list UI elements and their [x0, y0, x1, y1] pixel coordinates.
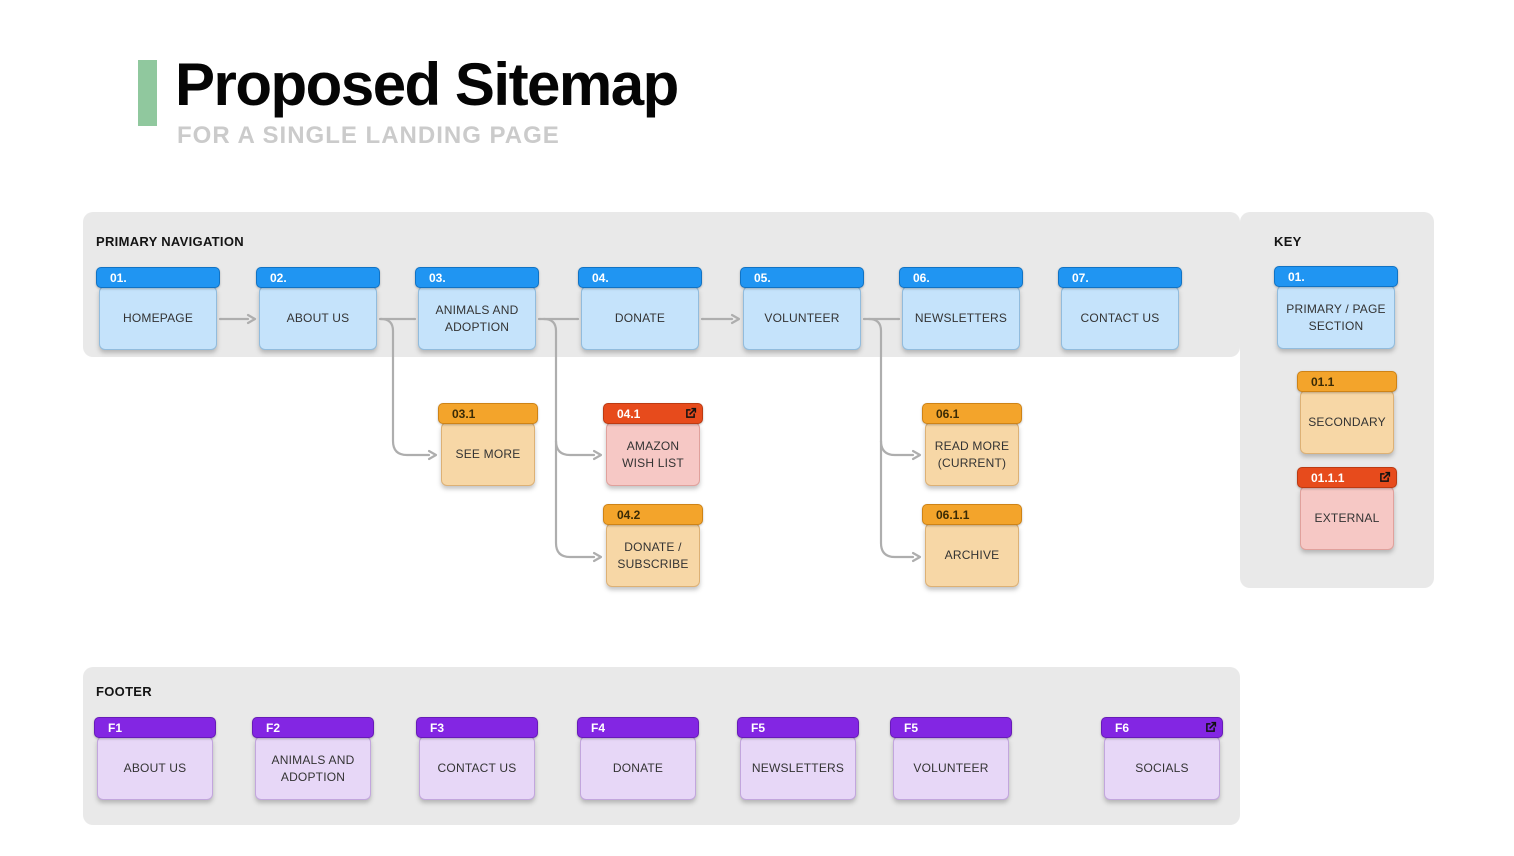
node-code: F2	[266, 720, 281, 735]
node-code: F5	[904, 720, 919, 735]
key-item-primary: 01. PRIMARY / PAGE SECTION	[1274, 266, 1398, 349]
node-label: ANIMALS AND ADOPTION	[271, 752, 355, 784]
node-code: 04.1	[617, 406, 641, 421]
node-label: NEWSLETTERS	[751, 761, 845, 776]
footer-node-about-us[interactable]: F1 ABOUT US	[94, 717, 216, 800]
node-code: 03.1	[452, 406, 476, 421]
node-label: ANIMALS AND ADOPTION	[435, 302, 519, 334]
node-label: SOCIALS	[1135, 761, 1189, 776]
node-label: ARCHIVE	[944, 548, 1000, 563]
node-label: READ MORE (CURRENT)	[934, 438, 1010, 470]
node-label: DONATE	[612, 761, 664, 776]
footer-node-socials[interactable]: F6 SOCIALS	[1101, 717, 1223, 800]
node-label: VOLUNTEER	[764, 311, 840, 326]
node-code: 04.	[592, 270, 609, 285]
key-label: KEY	[1274, 234, 1302, 249]
node-label: VOLUNTEER	[913, 761, 989, 776]
footer-node-newsletters[interactable]: F5 NEWSLETTERS	[737, 717, 859, 800]
footer-label: FOOTER	[96, 684, 152, 699]
node-label: DONATE / SUBSCRIBE	[617, 539, 689, 571]
page-header: Proposed Sitemap FOR A SINGLE LANDING PA…	[138, 51, 679, 150]
node-label: SEE MORE	[455, 447, 521, 462]
node-code: 06.1.1	[936, 507, 970, 522]
key-code: 01.	[1288, 269, 1305, 284]
node-code: 04.2	[617, 507, 641, 522]
page-title: Proposed Sitemap	[175, 51, 679, 118]
title-accent-bar	[138, 60, 157, 126]
page-subtitle: FOR A SINGLE LANDING PAGE	[177, 122, 560, 149]
node-code: 06.1	[936, 406, 960, 421]
node-code: F3	[430, 720, 445, 735]
node-code: 03.	[429, 270, 446, 285]
node-animals-and-adoption[interactable]: 03. ANIMALS AND ADOPTION	[415, 267, 539, 350]
key-item-secondary: 01.1 SECONDARY	[1297, 371, 1397, 454]
key-item-label: SECONDARY	[1308, 415, 1386, 430]
external-link-icon	[1206, 721, 1217, 732]
node-homepage[interactable]: 01. HOMEPAGE	[96, 267, 220, 350]
node-label: CONTACT US	[1080, 311, 1160, 326]
footer-node-contact-us[interactable]: F3 CONTACT US	[416, 717, 538, 800]
key-item-label: EXTERNAL	[1314, 511, 1380, 526]
key-item-external: 01.1.1 EXTERNAL	[1297, 467, 1397, 550]
node-donate-subscribe[interactable]: 04.2 DONATE / SUBSCRIBE	[603, 504, 703, 587]
node-archive[interactable]: 06.1.1 ARCHIVE	[922, 504, 1022, 587]
node-label: AMAZON WISH LIST	[622, 438, 684, 470]
node-volunteer[interactable]: 05. VOLUNTEER	[740, 267, 864, 350]
node-code: F5	[751, 720, 766, 735]
footer-node-volunteer[interactable]: F5 VOLUNTEER	[890, 717, 1012, 800]
external-link-icon	[686, 407, 697, 418]
external-link-icon	[1380, 471, 1391, 482]
node-amazon-wish-list[interactable]: 04.1 AMAZON WISH LIST	[603, 403, 703, 486]
node-label: ABOUT US	[123, 761, 187, 776]
node-label: DONATE	[614, 311, 666, 326]
footer-node-donate[interactable]: F4 DONATE	[577, 717, 699, 800]
primary-navigation-label: PRIMARY NAVIGATION	[96, 234, 244, 249]
node-label: ABOUT US	[286, 311, 350, 326]
node-code: F6	[1115, 720, 1130, 735]
node-code: 06.	[913, 270, 930, 285]
footer-node-animals-and-adoption[interactable]: F2 ANIMALS AND ADOPTION	[252, 717, 374, 800]
node-code: 05.	[754, 270, 771, 285]
node-contact-us[interactable]: 07. CONTACT US	[1058, 267, 1182, 350]
node-label: NEWSLETTERS	[914, 311, 1008, 326]
node-donate[interactable]: 04. DONATE	[578, 267, 702, 350]
node-code: 07.	[1072, 270, 1089, 285]
node-label: HOMEPAGE	[122, 311, 194, 326]
key-code: 01.1.1	[1311, 470, 1345, 485]
node-code: F4	[591, 720, 606, 735]
node-code: 02.	[270, 270, 287, 285]
node-code: F1	[108, 720, 123, 735]
node-about-us[interactable]: 02. ABOUT US	[256, 267, 380, 350]
node-newsletters[interactable]: 06. NEWSLETTERS	[899, 267, 1023, 350]
key-code: 01.1	[1311, 374, 1335, 389]
node-label: CONTACT US	[437, 761, 517, 776]
key-item-label: PRIMARY / PAGE SECTION	[1286, 301, 1386, 333]
node-see-more[interactable]: 03.1 SEE MORE	[438, 403, 538, 486]
node-read-more-current[interactable]: 06.1 READ MORE (CURRENT)	[922, 403, 1022, 486]
node-code: 01.	[110, 270, 127, 285]
